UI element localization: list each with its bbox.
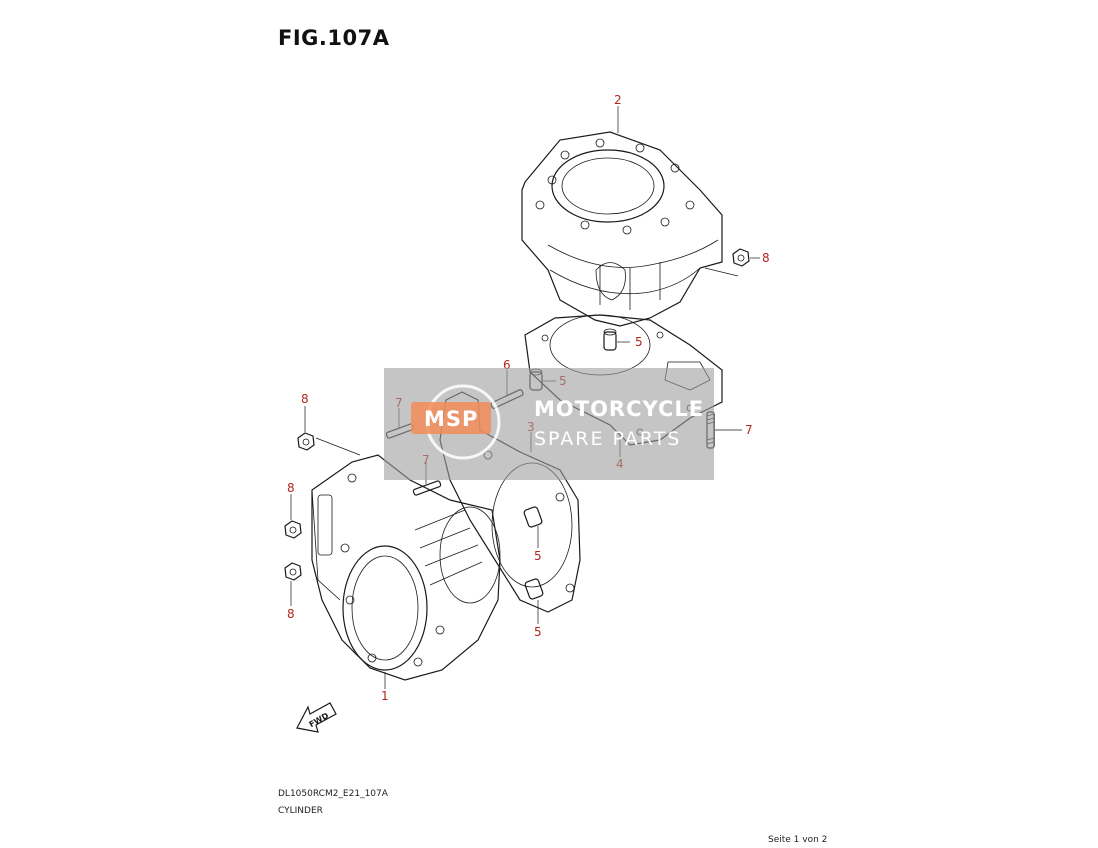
callout-5-a[interactable]: 5 xyxy=(635,335,643,349)
cylinder-upper-part[interactable] xyxy=(521,131,723,327)
figure-title: FIG.107A xyxy=(278,26,390,50)
callout-8-top-left[interactable]: 8 xyxy=(301,392,309,406)
callout-8-upper-right[interactable]: 8 xyxy=(762,251,770,265)
dowel-pin-5-c[interactable] xyxy=(523,506,543,528)
watermark: MSP MOTORCYCLE SPARE PARTS xyxy=(384,368,714,480)
callout-6[interactable]: 6 xyxy=(503,358,511,372)
callout-1[interactable]: 1 xyxy=(381,689,389,703)
callout-7-right[interactable]: 7 xyxy=(745,423,753,437)
nut-8-middle-left[interactable] xyxy=(284,520,302,539)
page-indicator: Seite 1 von 2 xyxy=(768,835,828,845)
stud-7-lower-left[interactable] xyxy=(412,480,442,496)
nut-8-upper[interactable] xyxy=(704,248,750,277)
dowel-pin-5-a[interactable] xyxy=(603,328,617,351)
callout-5-d[interactable]: 5 xyxy=(534,625,542,639)
forward-arrow-icon: FWD xyxy=(296,702,337,733)
cylinder-lower-part[interactable] xyxy=(311,454,501,681)
watermark-subtitle: SPARE PARTS xyxy=(534,428,681,450)
model-code: DL1050RCM2_E21_107A xyxy=(278,789,388,799)
callout-2[interactable]: 2 xyxy=(614,93,622,107)
watermark-logo-badge xyxy=(411,402,491,434)
watermark-brand: MOTORCYCLE xyxy=(534,397,704,421)
callout-8-lower-left[interactable]: 8 xyxy=(287,607,295,621)
dowel-pin-5-d[interactable] xyxy=(524,578,544,600)
callout-5-c[interactable]: 5 xyxy=(534,549,542,563)
watermark-logo-text: MSP xyxy=(424,407,478,431)
nut-8-lower-left[interactable] xyxy=(284,562,302,581)
figure-name: CYLINDER xyxy=(278,806,323,816)
callout-8-middle-left[interactable]: 8 xyxy=(287,481,295,495)
nut-8-top-left[interactable] xyxy=(297,432,361,456)
